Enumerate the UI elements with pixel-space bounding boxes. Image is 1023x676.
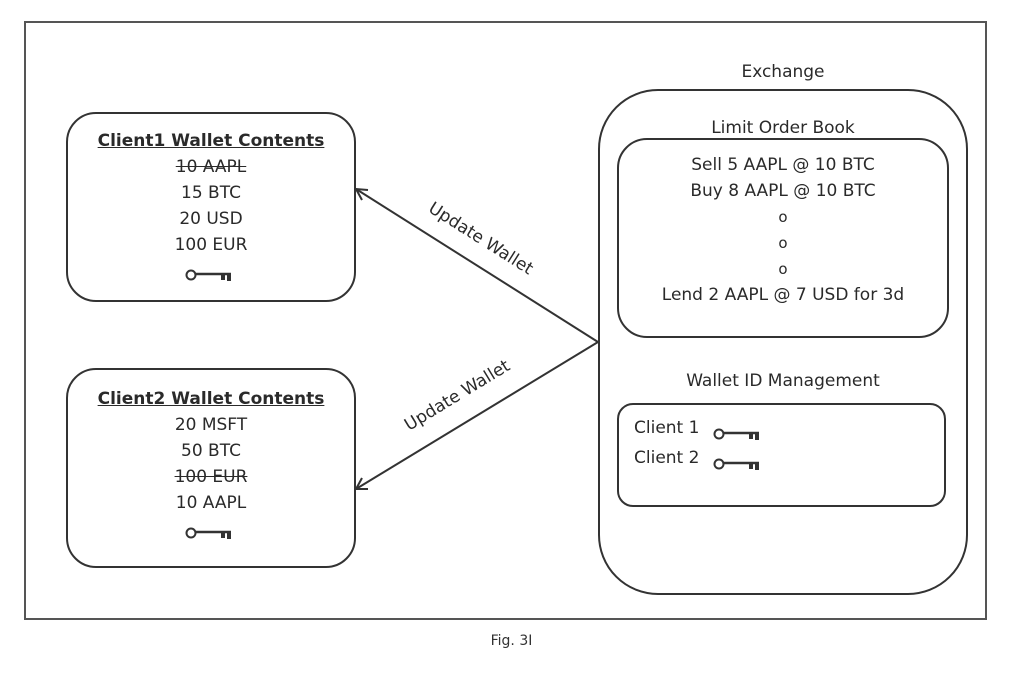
client2-wallet-title: Client2 Wallet Contents	[97, 389, 325, 409]
lower-arrow-label: Update Wallet	[401, 356, 514, 435]
client2-wallet-box: Client2 Wallet Contents 20 MSFT 50 BTC 1…	[66, 368, 356, 568]
order-item: Sell 5 AAPL @ 10 BTC	[691, 155, 875, 175]
wallet-id-client-label: Client 1	[634, 418, 700, 438]
order-book-box: Sell 5 AAPL @ 10 BTC Buy 8 AAPL @ 10 BTC…	[617, 138, 949, 338]
key-icon	[713, 451, 765, 470]
wallet-id-client-label: Client 2	[634, 448, 700, 468]
figure-caption: Fig. 3I	[490, 633, 533, 649]
wallet-id-row: Client 1	[634, 413, 944, 443]
exchange-title: Exchange	[741, 62, 825, 82]
wallet-id-row: Client 2	[634, 443, 944, 473]
order-item: Buy 8 AAPL @ 10 BTC	[690, 181, 876, 201]
ellipsis-dot: o	[778, 234, 788, 252]
client1-wallet-box: Client1 Wallet Contents 10 AAPL 15 BTC 2…	[66, 112, 356, 302]
client1-wallet-item: 15 BTC	[181, 183, 241, 203]
key-icon	[713, 421, 765, 440]
client2-wallet-item: 100 EUR	[174, 467, 248, 487]
wallet-id-management-box: Client 1 Client 2	[617, 403, 946, 507]
wallet-id-management-title: Wallet ID Management	[686, 371, 880, 391]
lower-update-arrow	[354, 341, 599, 490]
ellipsis-dot: o	[778, 208, 788, 226]
figure-frame	[24, 21, 987, 620]
key-icon	[185, 522, 237, 539]
client2-wallet-item: 20 MSFT	[174, 415, 248, 435]
order-book-title: Limit Order Book	[711, 118, 855, 138]
order-item: Lend 2 AAPL @ 7 USD for 3d	[661, 285, 905, 305]
client1-wallet-item: 10 AAPL	[175, 157, 247, 177]
client2-wallet-item: 50 BTC	[181, 441, 241, 461]
upper-update-arrow	[354, 187, 599, 343]
ellipsis-dot: o	[778, 260, 788, 278]
client1-wallet-item: 100 EUR	[174, 235, 248, 255]
client1-wallet-title: Client1 Wallet Contents	[97, 131, 325, 151]
client1-wallet-item: 20 USD	[179, 209, 243, 229]
key-icon	[185, 264, 237, 281]
client2-wallet-item: 10 AAPL	[175, 493, 247, 513]
